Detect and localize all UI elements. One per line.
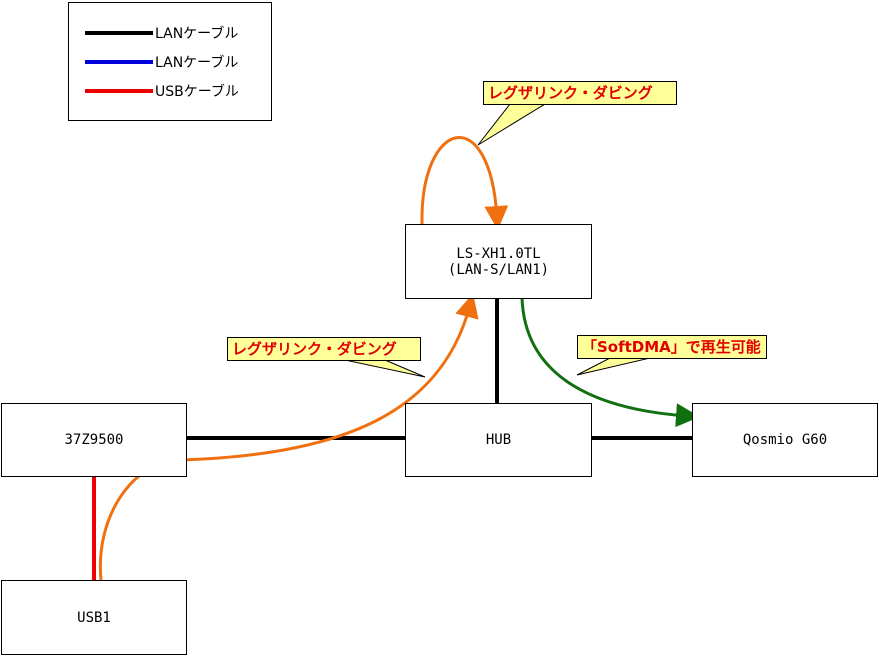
dubbing-arrow-tv-to-ls [98,293,479,581]
dubbing-loop-arrow [420,136,509,230]
legend-label: LANケーブル [155,26,239,42]
node-tv: 37Z9500 [1,403,187,477]
node-hub: HUB [405,403,592,477]
node-ls-xh: LS-XH1.0TL (LAN-S/LAN1) [405,224,592,299]
legend-item: LANケーブル [85,52,238,72]
node-sublabel: (LAN-S/LAN1) [447,261,550,278]
callout-top-pointer [477,103,547,146]
legend-label: USBケーブル [155,84,239,100]
node-usb1: USB1 [1,580,187,655]
node-label: Qosmio G60 [742,432,828,448]
node-label: HUB [485,432,512,448]
callout-right: 「SoftDMA」で再生可能 [577,335,767,359]
callout-middle: レグザリンク・ダビング [227,337,421,361]
callout-middle-pointer [344,359,426,378]
node-qosmio: Qosmio G60 [692,403,878,477]
node-label: LS-XH1.0TL [456,245,541,262]
legend: LANケーブル LANケーブル USBケーブル [68,2,272,121]
softdma-arrow [520,297,700,428]
node-label: 37Z9500 [64,432,124,448]
node-label: USB1 [77,609,111,626]
legend-item: LANケーブル [85,23,238,43]
callout-top: レグザリンク・ダビング [483,81,677,105]
callout-right-pointer [576,357,651,376]
legend-item: USBケーブル [85,81,239,101]
legend-label: LANケーブル [155,55,239,71]
